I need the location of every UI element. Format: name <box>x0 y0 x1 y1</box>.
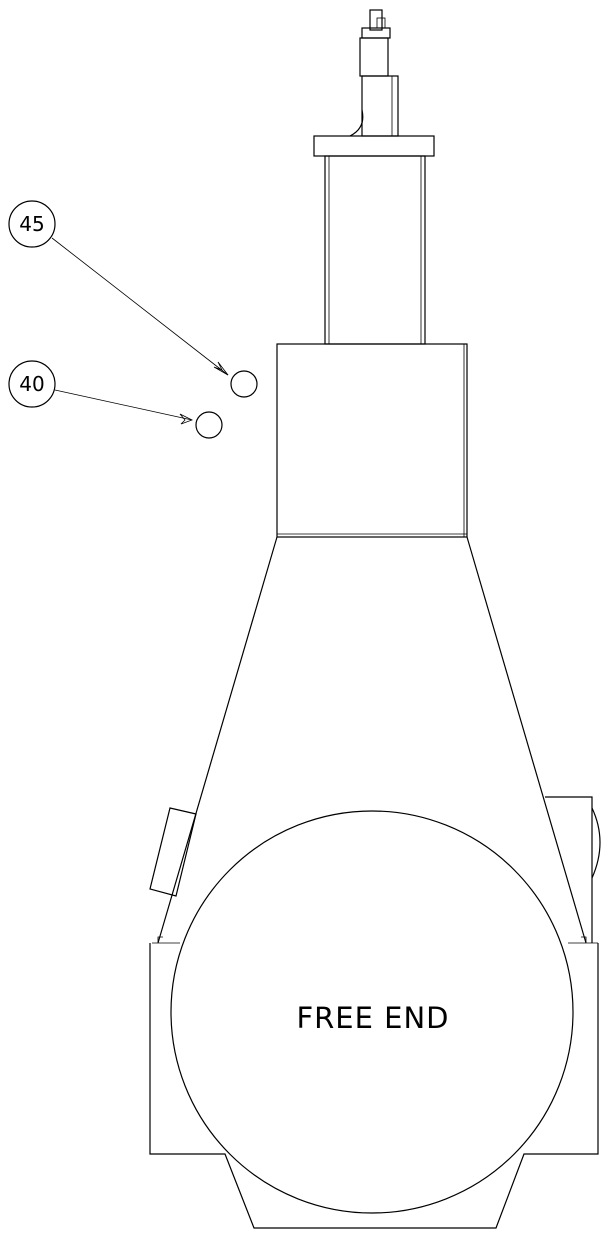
lower-housing <box>149 936 599 1229</box>
top-flange <box>313 135 435 157</box>
right-side-bracket <box>545 796 601 943</box>
callout-40-label: 40 <box>19 372 44 396</box>
neck-column <box>324 155 426 345</box>
upper-housing <box>276 343 468 538</box>
left-side-box <box>149 807 197 897</box>
callout-40: 40 <box>8 360 223 439</box>
tapered-body <box>157 536 587 944</box>
callout-40-target <box>195 411 223 439</box>
top-fitting <box>349 9 399 137</box>
free-end-label: FREE END <box>296 1001 449 1035</box>
callout-45: 45 <box>8 200 258 398</box>
free-end-circle <box>170 810 574 1214</box>
callout-45-target <box>230 370 258 398</box>
callout-45-label: 45 <box>19 212 44 236</box>
